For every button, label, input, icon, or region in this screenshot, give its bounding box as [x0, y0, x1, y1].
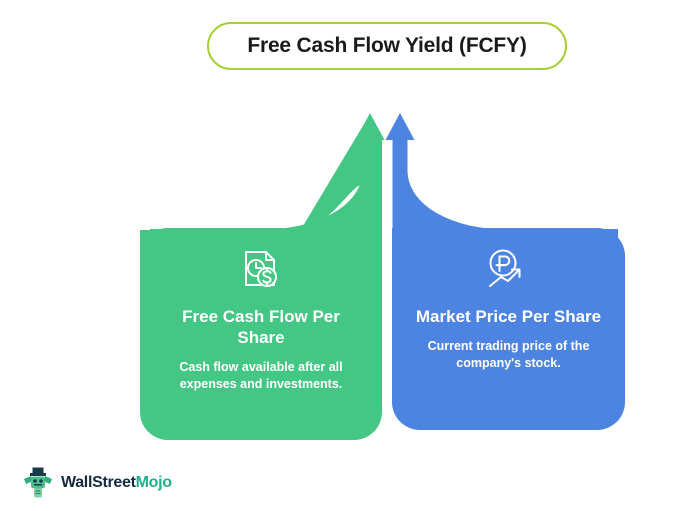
wallstreetmojo-logo[interactable]: WallStreetMojo	[22, 466, 172, 500]
logo-word-primary: WallStreet	[61, 474, 136, 491]
page-title-pill: Free Cash Flow Yield (FCFY)	[207, 22, 567, 70]
document-clock-dollar-icon	[238, 244, 284, 296]
card-title: Free Cash Flow Per Share	[182, 307, 340, 348]
wallstreetmojo-mascot-icon	[24, 467, 52, 498]
page-title: Free Cash Flow Yield (FCFY)	[247, 34, 527, 57]
ruble-circle-trend-arrow-icon	[485, 244, 533, 296]
card-description: Current trading price of the company's s…	[427, 339, 590, 370]
up-arrow-blue	[385, 113, 618, 246]
logo-wordmark: WallStreetMojo	[61, 474, 172, 492]
card-title: Market Price Per Share	[415, 307, 602, 326]
logo-word-accent: Mojo	[135, 474, 172, 491]
card-free-cash-flow-per-share[interactable]: Free Cash Flow Per Share Cash flow avail…	[140, 228, 382, 440]
card-description: Cash flow available after all expenses a…	[179, 360, 343, 391]
card-market-price-per-share[interactable]: Market Price Per Share Current trading p…	[392, 228, 625, 430]
